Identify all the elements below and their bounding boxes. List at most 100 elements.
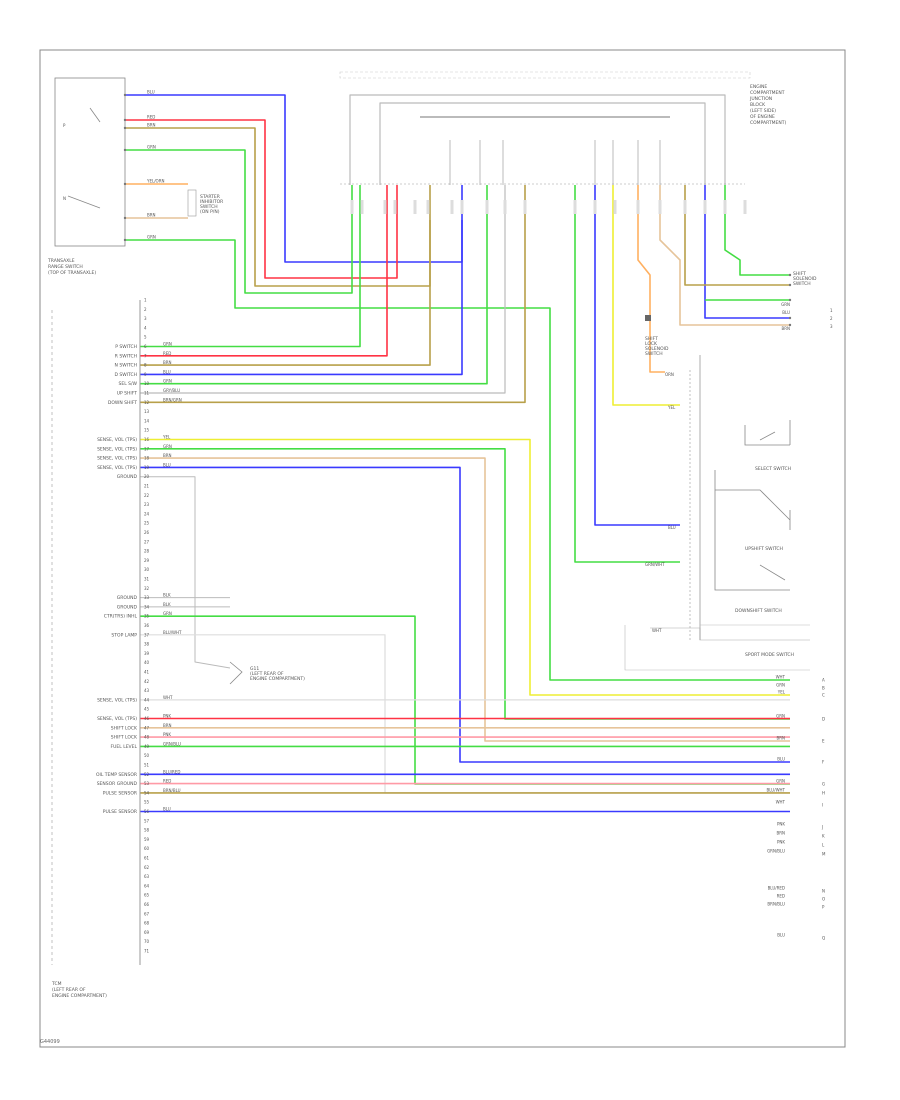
wire-grn-range-to-top <box>125 149 353 294</box>
pcm-pin-label: DOWN SHIFT <box>108 400 137 406</box>
pcm-pin-number: 60 <box>144 846 150 851</box>
pcm-pin-label: SENSE, VOL (TPS) <box>97 716 137 722</box>
pcm-pin-label: SENSE, VOL (TPS) <box>97 465 137 471</box>
connector-cavity <box>743 200 747 214</box>
pcm-label: ENGINE COMPARTMENT) <box>52 993 107 999</box>
wire-sport-mode <box>650 627 810 641</box>
right-wire-label: GRN <box>776 714 785 719</box>
pcm-wire-label: WHT <box>163 695 173 700</box>
right-wire-ref: 2 <box>830 316 833 321</box>
select-switch-symbol <box>744 420 791 446</box>
right-wire-label: BRN <box>781 326 790 331</box>
wire-ground <box>140 476 231 669</box>
pcm-pin-number: 64 <box>144 883 150 888</box>
right-wire-label: BRN/BLU <box>767 902 785 907</box>
wire-sensor-yel <box>140 438 790 696</box>
wire-right-blu <box>704 185 790 319</box>
pcm-pin-number: 26 <box>144 530 150 535</box>
pcm-wire-label: BRN <box>163 453 172 458</box>
shift-lock-label: SWITCH <box>645 351 663 357</box>
range-switch-side-label: P <box>63 123 66 128</box>
inhibitor-switch-label: INHIBITOR <box>200 199 223 205</box>
pcm-pin-label: P SWITCH <box>115 344 137 350</box>
pcm-wire-label: YEL <box>162 435 171 440</box>
upshift-switch-label: UPSHIFT SWITCH <box>745 546 783 552</box>
select-wire-label: ORN <box>665 372 674 377</box>
right-wire-ref: E <box>822 739 825 744</box>
shift-lock-plug <box>645 315 651 321</box>
inhibitor-switch-label: STARTER <box>200 194 220 200</box>
connector-cavity <box>703 200 707 214</box>
pcm-pin-number: 37 <box>144 632 150 637</box>
range-switch-pin <box>123 126 127 130</box>
pcm-pin-number: 28 <box>144 549 150 554</box>
right-wire-ref: N <box>822 889 825 894</box>
connector-cavity <box>593 200 597 214</box>
connector-cavity <box>450 200 454 214</box>
diagram-border <box>39 49 846 1048</box>
right-wire-label: WHT <box>776 675 786 680</box>
right-wire-end <box>788 323 792 327</box>
range-switch-pin <box>123 118 127 122</box>
inhibitor-switch-label: SWITCH <box>200 204 218 210</box>
select-wire-label: YEL <box>667 405 676 410</box>
range-switch-contact <box>89 107 101 123</box>
pcm-pin-number: 6 <box>144 344 147 349</box>
wire-select-yel <box>612 185 680 406</box>
sport-mode-switch-label: SPORT MODE SWITCH <box>745 652 794 658</box>
junction-bus-inner <box>379 102 706 185</box>
pcm-wire-label: BLK <box>163 602 171 607</box>
right-wire-label: RED <box>777 894 785 899</box>
pcm-pin-number: 21 <box>144 484 150 489</box>
pcm-pin-label: CTR(TRS) INHL <box>104 614 138 620</box>
wire-sel-switch <box>140 185 488 385</box>
pcm-pin-number: 1 <box>144 298 147 303</box>
component-layer <box>51 71 810 965</box>
pcm-wire-label: BRN/BLU <box>163 788 181 793</box>
pcm-wire-label: PNK <box>163 714 171 719</box>
downshift-switch-label: DOWNSHIFT SWITCH <box>735 608 782 614</box>
right-wire-ref: G <box>822 782 825 787</box>
select-switch-label: SELECT SWITCH <box>755 466 791 472</box>
right-wire-ref: 1 <box>830 308 833 313</box>
pcm-pin-label: FUEL LEVEL <box>111 744 138 750</box>
right-wire-label: GRN <box>776 683 785 688</box>
pcm-pin-number: 16 <box>144 437 150 442</box>
right-wire-ref: O <box>822 897 825 902</box>
select-wire-label: GRN/WHT <box>645 562 665 567</box>
pcm-pin-label: GROUND <box>117 595 138 601</box>
pcm-wire-label: GRN <box>163 611 172 616</box>
pcm-pin-number: 49 <box>144 744 150 749</box>
connector-cavity <box>426 200 430 214</box>
pcm-pin-number: 62 <box>144 865 150 870</box>
pcm-pin-number: 18 <box>144 456 150 461</box>
range-switch-wire-label: GRN <box>147 235 156 240</box>
pcm-pin-number: 51 <box>144 763 150 768</box>
pcm-pin-number: 39 <box>144 651 150 656</box>
right-wire-label: BLU <box>777 933 785 938</box>
range-switch-wire-label: BRN <box>147 123 156 128</box>
shift-lock-label: SHIFT <box>645 336 658 342</box>
range-switch-wire-label: BLU <box>147 90 155 95</box>
wire-n-switch <box>140 220 431 366</box>
pcm-pin-number: 13 <box>144 409 150 414</box>
junction-block-label: COMPARTMENT) <box>750 120 786 126</box>
range-switch-contact <box>67 195 101 209</box>
junction-block-label: COMPARTMENT <box>750 90 785 96</box>
range-switch-pin <box>123 148 127 152</box>
shift-solenoid-label: SHIFT <box>793 271 806 277</box>
pcm-pin-number: 27 <box>144 539 150 544</box>
connector-cavity <box>636 200 640 214</box>
right-wire-ref: A <box>822 678 825 683</box>
pcm-pin-label: D SWITCH <box>114 372 137 378</box>
right-wire-ref: B <box>822 686 825 691</box>
pcm-pin-number: 32 <box>144 586 150 591</box>
wire-sensor-blu <box>140 466 790 763</box>
right-wire-label: GRN <box>781 302 790 307</box>
downshift-switch-symbol <box>714 470 790 591</box>
junction-block-top-edge <box>339 71 751 79</box>
pcm-wire-label: GRN <box>163 444 172 449</box>
ground-label: G11 <box>250 666 259 672</box>
connector-cavity <box>360 200 364 214</box>
pcm-pin-number: 63 <box>144 874 150 879</box>
